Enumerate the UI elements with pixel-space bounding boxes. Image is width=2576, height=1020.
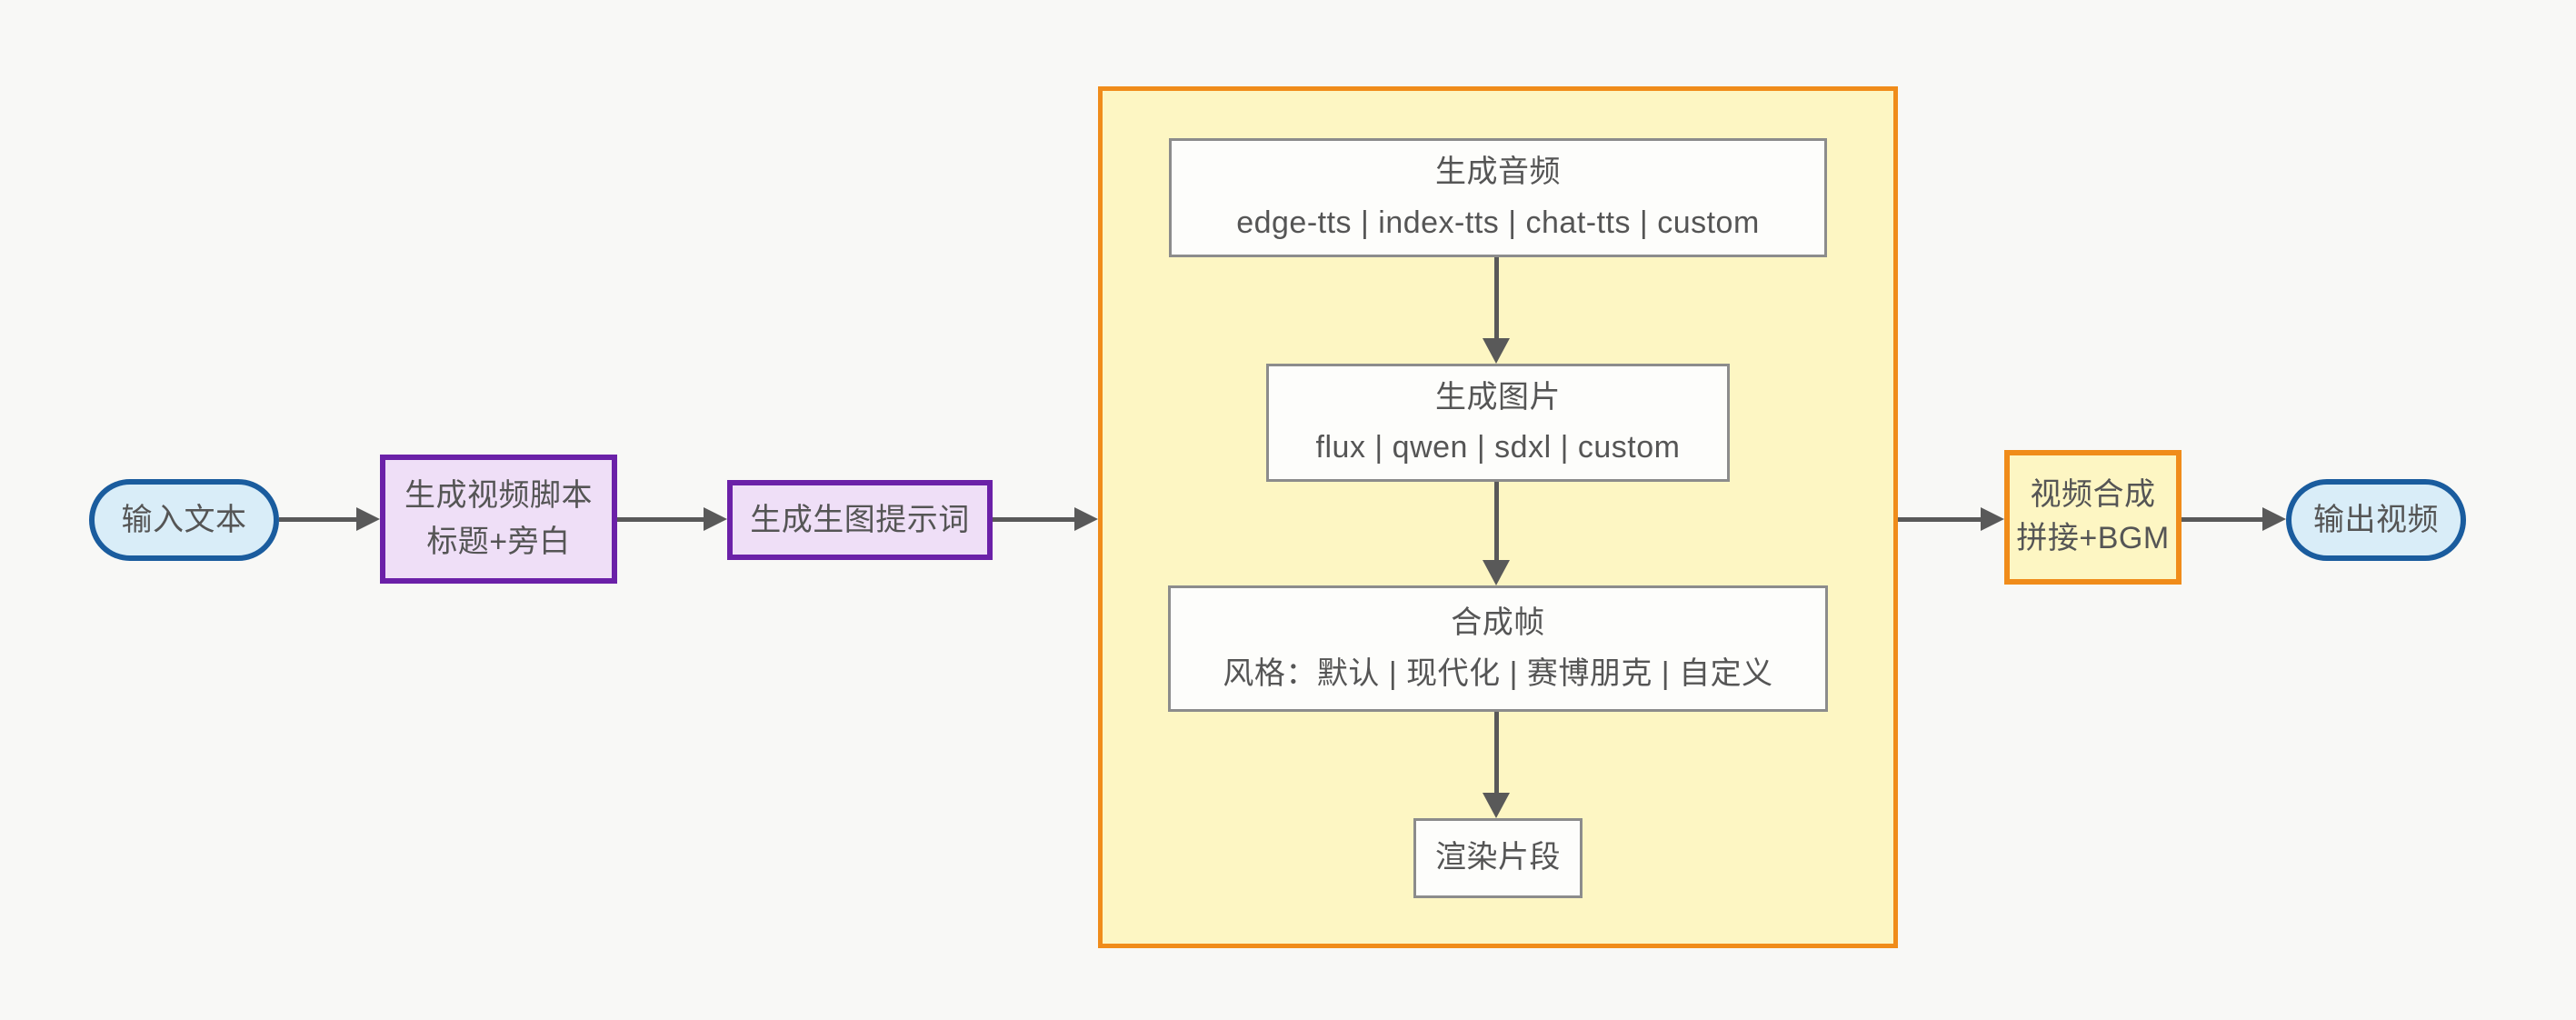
node-generate-audio-options: edge-tts | index-tts | chat-tts | custom xyxy=(1236,205,1760,240)
node-generate-prompt: 生成生图提示词 xyxy=(727,480,993,560)
node-video-compose-line2: 拼接+BGM xyxy=(2016,521,2170,555)
node-input-text-label: 输入文本 xyxy=(121,502,247,537)
node-render-clip: 渲染片段 xyxy=(1413,818,1583,898)
node-render-clip-label: 渲染片段 xyxy=(1435,840,1561,875)
node-generate-image: 生成图片 flux | qwen | sdxl | custom xyxy=(1266,364,1730,482)
arrow-image-to-frame xyxy=(1483,482,1510,585)
node-generate-audio-title: 生成音频 xyxy=(1435,155,1561,190)
node-generate-prompt-label: 生成生图提示词 xyxy=(750,502,970,537)
node-compose-frame-options: 风格：默认 | 现代化 | 赛博朋克 | 自定义 xyxy=(1223,655,1773,691)
node-generate-image-title: 生成图片 xyxy=(1435,379,1561,415)
node-generate-image-options: flux | qwen | sdxl | custom xyxy=(1315,430,1681,465)
arrow-input-to-script xyxy=(279,507,380,531)
arrow-script-to-prompt xyxy=(617,507,727,531)
node-video-compose: 视频合成 拼接+BGM xyxy=(2004,450,2182,585)
node-video-compose-line1: 视频合成 xyxy=(2030,477,2156,513)
arrow-compose-to-output xyxy=(2182,507,2286,531)
arrow-group-to-compose xyxy=(1898,507,2004,531)
node-output-video: 输出视频 xyxy=(2286,479,2466,561)
node-output-video-label: 输出视频 xyxy=(2313,502,2439,537)
arrow-frame-to-render xyxy=(1483,712,1510,818)
arrow-prompt-to-group xyxy=(993,507,1098,531)
node-generate-script-line2: 标题+旁白 xyxy=(426,525,571,559)
node-input-text: 输入文本 xyxy=(89,479,279,561)
node-compose-frame-title: 合成帧 xyxy=(1451,605,1545,641)
node-generate-audio: 生成音频 edge-tts | index-tts | chat-tts | c… xyxy=(1169,138,1827,257)
node-generate-script: 生成视频脚本 标题+旁白 xyxy=(380,455,617,584)
arrow-audio-to-image xyxy=(1483,257,1510,364)
node-generate-script-line1: 生成视频脚本 xyxy=(404,478,593,513)
node-compose-frame: 合成帧 风格：默认 | 现代化 | 赛博朋克 | 自定义 xyxy=(1168,585,1828,712)
